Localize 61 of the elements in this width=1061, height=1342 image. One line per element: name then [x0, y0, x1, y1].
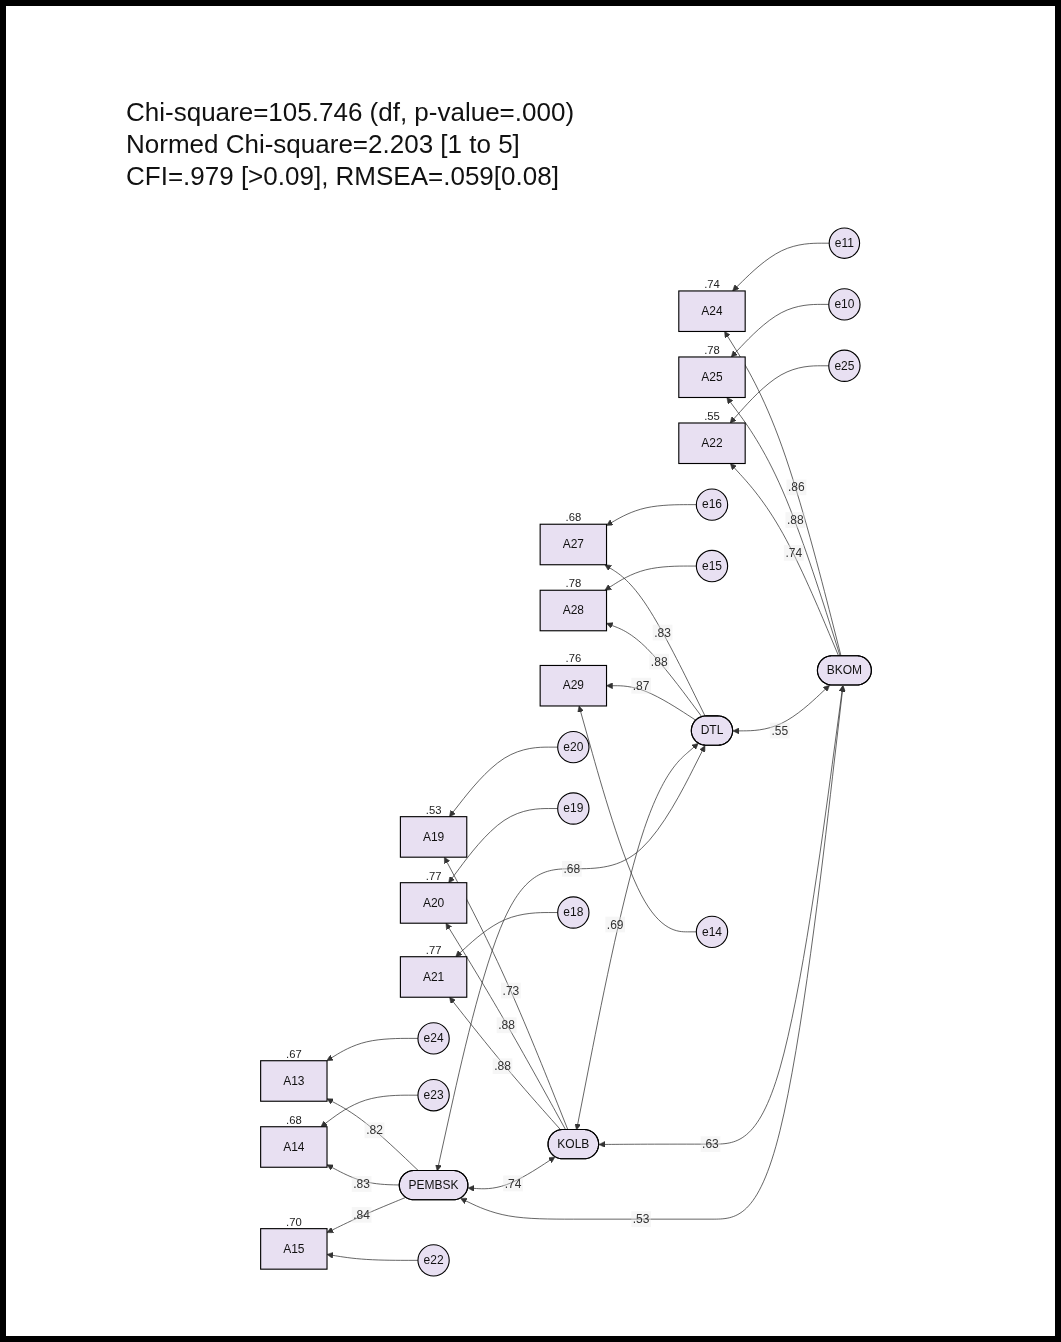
node-label: e10 [834, 297, 855, 311]
node-label: e24 [423, 1031, 444, 1045]
edge-label: .63 [702, 1137, 719, 1152]
squared-correlation-value: .70 [286, 1215, 302, 1228]
node-label: A28 [562, 603, 585, 617]
node-label: e25 [834, 359, 855, 372]
squared-correlation-value: .68 [565, 511, 582, 524]
edge-label: .86 [787, 480, 805, 495]
node-label: A27 [562, 537, 585, 551]
edge-label: .69 [606, 917, 624, 932]
node-label: e20 [563, 740, 584, 754]
node-label: A24 [701, 304, 723, 318]
node-label: e22 [423, 1253, 444, 1267]
edge-label: .83 [353, 1177, 370, 1192]
node-label: A14 [283, 1140, 305, 1153]
squared-correlation-value: .68 [286, 1113, 302, 1126]
squared-correlation-value: .67 [286, 1047, 302, 1060]
edge-label: .84 [353, 1207, 370, 1222]
node-label: e14 [701, 925, 722, 938]
edge-label: .88 [786, 513, 804, 528]
fit-statistic: Chi-square=105.746 (df, p-value=.000) [126, 96, 575, 128]
edge-label: .74 [504, 1176, 522, 1191]
node-label: BKOM [826, 663, 863, 677]
edge-label: .83 [654, 625, 671, 640]
edge-label: .88 [650, 654, 668, 669]
edge-label: .74 [785, 546, 803, 561]
node-label: A13 [283, 1074, 305, 1087]
squared-correlation-value: .78 [565, 577, 582, 590]
node-label: KOLB [557, 1137, 590, 1151]
squared-correlation-value: .78 [704, 343, 720, 356]
fit-statistic: Normed Chi-square=2.203 [1 to 5] [126, 128, 520, 160]
squared-correlation-value: .55 [704, 410, 720, 422]
node-label: A21 [422, 970, 445, 983]
node-label: A20 [422, 896, 445, 909]
node-label: e15 [701, 559, 722, 573]
node-label: A19 [422, 830, 445, 843]
edge-label: .55 [771, 723, 789, 738]
edge-label: .53 [632, 1212, 650, 1227]
node-label: e16 [701, 497, 722, 511]
fit-statistic: CFI=.979 [>0.09], RMSEA=.059[0.08] [126, 160, 559, 192]
node-label: e23 [423, 1088, 444, 1102]
squared-correlation-value: .53 [425, 803, 442, 816]
node-label: DTL [700, 723, 724, 737]
node-label: e11 [834, 236, 854, 250]
node-label: e19 [563, 801, 584, 815]
node-label: A22 [701, 436, 723, 450]
edge-label: .88 [498, 1018, 515, 1033]
edge-label: .87 [632, 678, 650, 693]
node-label: A15 [283, 1242, 305, 1255]
node-label: e18 [563, 905, 584, 919]
squared-correlation-value: .76 [565, 652, 582, 665]
squared-correlation-value: .74 [704, 277, 720, 290]
node-label: A25 [701, 370, 723, 384]
edge-label: .68 [563, 861, 581, 876]
edge-label: .82 [366, 1123, 383, 1138]
squared-correlation-value: .77 [425, 943, 442, 956]
edge-label: .73 [502, 983, 520, 998]
node-label: PEMBSK [408, 1178, 459, 1192]
squared-correlation-value: .77 [425, 869, 442, 882]
node-label: A29 [562, 678, 585, 692]
edge-label: .88 [494, 1059, 511, 1074]
